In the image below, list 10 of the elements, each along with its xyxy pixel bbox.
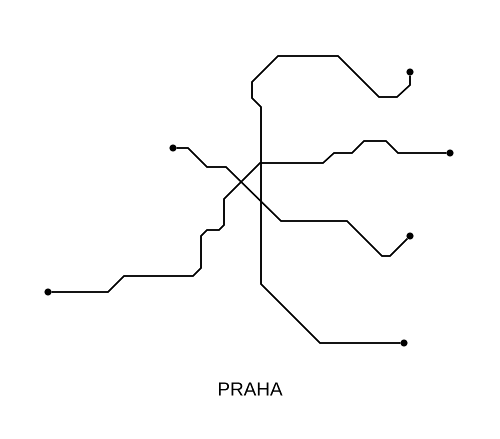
terminal-dot <box>406 68 414 76</box>
metro-line <box>251 55 411 344</box>
terminal-dot <box>406 232 414 240</box>
metro-line <box>52 140 446 293</box>
terminal-dot <box>44 288 52 296</box>
terminal-dot <box>446 150 454 156</box>
terminal-dot <box>170 144 176 152</box>
title: PRAHA <box>218 382 283 396</box>
terminal-dot <box>400 340 408 346</box>
metro-line <box>176 147 408 257</box>
